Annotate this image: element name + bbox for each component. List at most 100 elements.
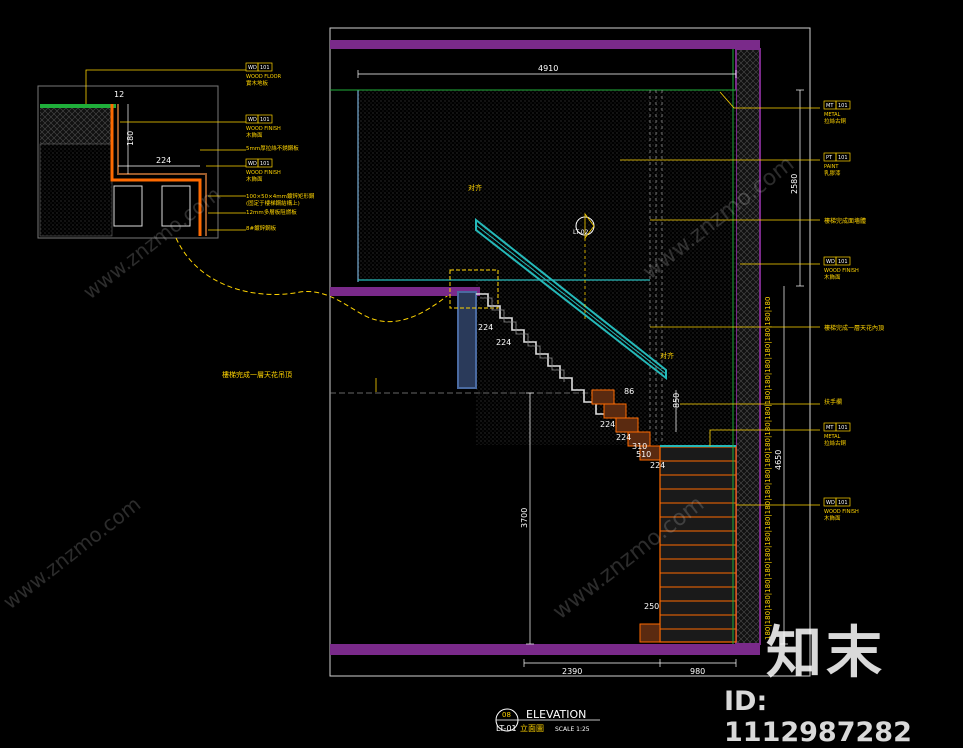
- detail-tag-line1: WOOD FINISH: [246, 126, 281, 132]
- vertical-step-marks: 180|180|180|180|180|180|180|180|180|180|…: [764, 297, 772, 640]
- detail-tag-code: WD: [248, 117, 257, 123]
- detail-steel-l: [110, 104, 202, 236]
- detail-channel-2: [161, 185, 191, 227]
- title-subtitle: 立面圖: [520, 723, 544, 733]
- elevation-tag-code: MT: [826, 425, 834, 431]
- label-upper-wall: 樓梯完成面墻體: [824, 217, 866, 225]
- mid-slab: [330, 287, 480, 296]
- bottom-flight: [659, 445, 737, 643]
- label-upper-ceiling: 樓梯完成一層天花內頂: [824, 324, 884, 332]
- right-wall: [735, 48, 761, 645]
- detail-tag-line2: 實木地板: [246, 79, 269, 87]
- elevation-tag-line2: 乳膠漆: [824, 169, 841, 177]
- dim-right-lower: 4650: [774, 450, 783, 470]
- stair-post: [457, 291, 477, 389]
- dimension-lines: [357, 70, 804, 667]
- title-text: ELEVATION: [526, 708, 586, 721]
- elevation-tag-num: 101: [838, 500, 848, 506]
- detail-tag-line2: 木飾面: [246, 131, 263, 139]
- title-marker-top: 08: [502, 711, 511, 719]
- glass-balustrade: [475, 217, 667, 381]
- elevation-tag-line2: 木飾面: [824, 273, 841, 281]
- dim-tread-f: 224: [650, 461, 665, 470]
- detail-channel-1: [113, 185, 143, 227]
- detail-steel-l-inner: [117, 104, 207, 236]
- detail-tag-5: 100×50×4mm鍍鋅矩形鋼(固定于樓梯鋼結構上): [246, 192, 315, 207]
- elevation-tag-line2: 拉絲古銅: [824, 439, 847, 447]
- dim-tread-e: 510: [636, 450, 651, 459]
- elevation-leaders: [375, 91, 820, 506]
- lower-stairs: [591, 389, 663, 461]
- dim-bottom-right: 980: [690, 667, 705, 676]
- detail-tag-num: 101: [260, 161, 270, 167]
- dashed-guides: [649, 90, 663, 444]
- dim-tread-c: 224: [616, 433, 631, 442]
- elevation-tag-num: 101: [838, 103, 848, 109]
- upper-stairs: [476, 293, 608, 415]
- detail-dim-180: 180: [126, 131, 135, 146]
- dim-left-height: 3700: [520, 508, 529, 528]
- dim-bottom-step: 250: [644, 602, 659, 611]
- detail-tag-line1: 5mm厚拉絲不銹鋼板: [246, 144, 299, 152]
- detail-tag-num: 101: [260, 117, 270, 123]
- dim-bottom-left: 2390: [562, 667, 582, 676]
- id-watermark: ID: 1112987282: [724, 686, 912, 748]
- detail-tag-line1: WOOD FLOOR: [246, 74, 282, 80]
- elevation-tag-line2: 拉絲古銅: [824, 117, 847, 125]
- upper-wall-panel: [358, 90, 736, 280]
- elevation-tag-line1: WOOD FINISH: [824, 268, 859, 274]
- label-align-top: 对齐: [468, 183, 482, 192]
- dim-right-upper: 2580: [790, 174, 799, 194]
- elevation-tag-code: PT: [826, 155, 833, 161]
- elevation-tag-line1: PAINT: [824, 164, 839, 170]
- detail-concrete: [39, 143, 113, 237]
- dim-tread-d: 310: [632, 442, 647, 451]
- upper-stairs-inner: [480, 297, 565, 382]
- detail-tag-line1: 8#鍍鋅鋼板: [246, 224, 277, 232]
- elevation-tag-num: 101: [838, 425, 848, 431]
- dim-riser-a: 224: [478, 323, 493, 332]
- title-marker-bottom: LT-01: [496, 724, 517, 733]
- svg-text:LT-02: LT-02: [573, 229, 589, 236]
- elevation-tag-num: 101: [838, 259, 848, 265]
- elevation-tag-code: MT: [826, 103, 834, 109]
- detail-tag-line1: 12mm多層板阻燃板: [246, 208, 297, 216]
- detail-tag-line2: (固定于樓梯鋼結構上): [246, 199, 300, 207]
- detail-tag-7: 8#鍍鋅鋼板: [246, 224, 277, 232]
- title-scale: SCALE 1:25: [555, 726, 590, 733]
- svg-text:www.znzmo.com: www.znzmo.com: [0, 492, 145, 614]
- detail-tag-line2: 木飾面: [246, 175, 263, 183]
- title-block: 08 LT-01 ELEVATION 立面圖 SCALE 1:25: [495, 708, 600, 733]
- elevation-tag-line1: METAL: [824, 434, 841, 440]
- elevation-tag-code: WD: [826, 259, 835, 265]
- detail-tag-line1: WOOD FINISH: [246, 170, 281, 176]
- bottom-slab: [330, 644, 760, 655]
- detail-tag-6: 12mm多層板阻燃板: [246, 208, 297, 216]
- elevation-tag-line1: WOOD FINISH: [824, 509, 859, 515]
- detail-frame: [37, 85, 219, 239]
- dim-rail: 850: [672, 393, 681, 408]
- detail-callout-box: [449, 269, 499, 309]
- section-marker: LT-02: [573, 212, 595, 320]
- dim-riser-b: 224: [496, 338, 511, 347]
- elevation-tag-code: WD: [826, 500, 835, 506]
- detail-drawing: 12 180 224: [37, 69, 453, 323]
- detail-tag-code: WD: [248, 65, 257, 71]
- elevation-frame: [329, 27, 811, 677]
- top-slab: [330, 40, 760, 49]
- detail-floor-hatch: [40, 108, 112, 144]
- detail-tag-code: WD: [248, 161, 257, 167]
- elevation-tag-line2: 木飾面: [824, 514, 841, 522]
- detail-dim-224: 224: [156, 156, 171, 165]
- label-lower-ceiling: 樓梯完成一層天花吊頂: [222, 370, 292, 379]
- detail-tag-num: 101: [260, 65, 270, 71]
